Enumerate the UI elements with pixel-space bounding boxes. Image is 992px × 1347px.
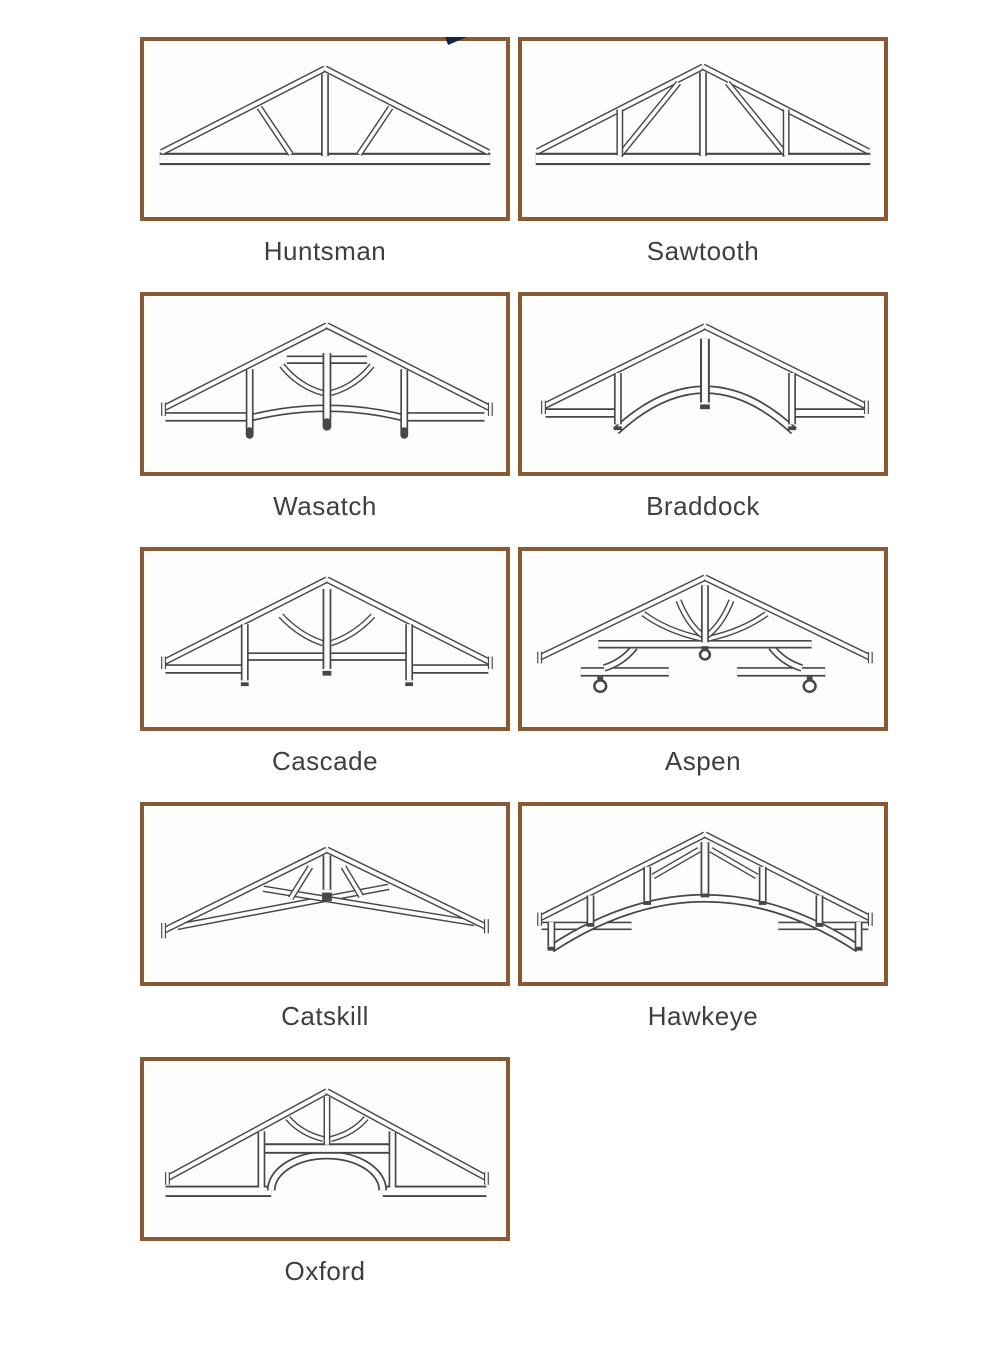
- truss-huntsman-illustration: [159, 65, 491, 166]
- truss-name-label: Sawtooth: [646, 236, 760, 266]
- truss-card-huntsman[interactable]: Huntsman: [140, 37, 510, 292]
- truss-name-label: Braddock: [646, 491, 760, 521]
- truss-card-hawkeye[interactable]: Hawkeye: [518, 802, 888, 1057]
- truss-frame[interactable]: [140, 292, 510, 476]
- truss-card-oxford[interactable]: Oxford: [140, 1057, 510, 1312]
- truss-card-sawtooth[interactable]: Sawtooth: [518, 37, 888, 292]
- truss-frame[interactable]: [140, 547, 510, 731]
- truss-cascade-illustration: [161, 576, 493, 687]
- truss-name-label: Oxford: [284, 1256, 366, 1286]
- truss-card-aspen[interactable]: Aspen: [518, 547, 888, 802]
- truss-name-label: Wasatch: [273, 491, 377, 521]
- truss-hawkeye-illustration: [537, 831, 873, 953]
- truss-frame[interactable]: [518, 292, 888, 476]
- truss-frame[interactable]: [518, 802, 888, 986]
- truss-sawtooth-illustration: [535, 63, 871, 166]
- truss-card-wasatch[interactable]: Wasatch: [140, 292, 510, 547]
- truss-frame[interactable]: [518, 37, 888, 221]
- truss-aspen-illustration: [537, 574, 873, 694]
- truss-name-label: Catskill: [281, 1001, 369, 1031]
- truss-name-label: Cascade: [271, 746, 379, 776]
- truss-frame[interactable]: [518, 547, 888, 731]
- truss-name-label: Huntsman: [263, 236, 387, 266]
- truss-card-catskill[interactable]: Catskill: [140, 802, 510, 1057]
- truss-name-label: Hawkeye: [647, 1001, 759, 1031]
- truss-oxford-illustration: [165, 1088, 489, 1198]
- truss-card-braddock[interactable]: Braddock: [518, 292, 888, 547]
- logo-fragment-icon: [445, 37, 467, 45]
- truss-wasatch-illustration: [161, 322, 493, 439]
- truss-frame[interactable]: [140, 802, 510, 986]
- truss-catskill-illustration: [161, 846, 489, 939]
- truss-frame[interactable]: [140, 1057, 510, 1241]
- truss-card-cascade[interactable]: Cascade: [140, 547, 510, 802]
- truss-braddock-illustration: [541, 323, 869, 435]
- truss-name-label: Aspen: [664, 746, 742, 776]
- truss-catalog-grid: Huntsman Sawtooth Wasatch Braddock Casca…: [140, 37, 992, 1312]
- truss-frame[interactable]: [140, 37, 510, 221]
